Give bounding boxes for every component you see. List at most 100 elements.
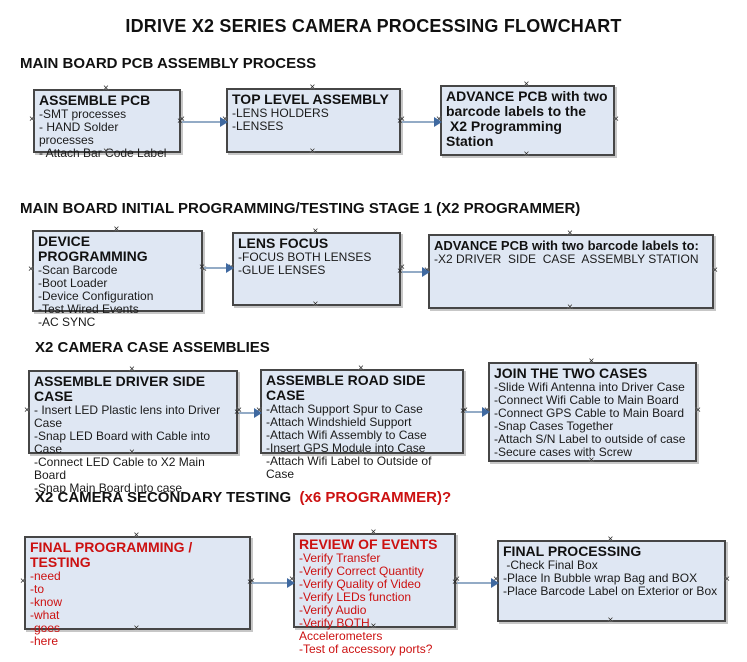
- box-item: -Connect LED Cable to X2 Main Board: [34, 455, 209, 482]
- box-title: JOIN THE TWO CASES: [494, 365, 648, 381]
- section-header-text: MAIN BOARD PCB ASSEMBLY PROCESS: [20, 55, 317, 72]
- box-item: -Test of accessory ports?: [299, 642, 433, 656]
- connection-handle-icon: ×: [460, 406, 466, 417]
- connection-handle-icon: ×: [309, 146, 316, 157]
- arrow-line: [465, 411, 485, 413]
- box-item: -here: [30, 634, 59, 648]
- flow-arrow: ×: [247, 578, 295, 588]
- arrow-line: [204, 267, 229, 269]
- flow-box-device-programming: DEVICE PROGRAMMING -Scan Barcode-Boot Lo…: [28, 225, 207, 329]
- section-header-secondary-testing: X2 CAMERA SECONDARY TESTING (x6 PROGRAMM…: [35, 489, 451, 506]
- flow-arrow: ×: [234, 408, 262, 418]
- box-item: -Check Final Box: [503, 558, 598, 572]
- box-title: FINAL PROCESSING: [503, 543, 642, 559]
- box-item: -Attach Support Spur to Case: [266, 402, 423, 416]
- connection-handle-icon: ×: [695, 405, 701, 416]
- flow-box-final-processing: FINAL PROCESSING -Check Final Box-Place …: [493, 535, 730, 626]
- box-item: -Connect Wifi Cable to Main Board: [494, 393, 679, 407]
- box-items: -LENS HOLDERS-LENSES: [232, 107, 395, 133]
- box-title: LENS FOCUS: [238, 235, 329, 251]
- connection-handle-icon: ×: [24, 405, 30, 416]
- connection-handle-icon: ×: [312, 299, 319, 310]
- box-item: -Secure cases with Screw: [494, 445, 633, 459]
- box-items: -Slide Wifi Antenna into Driver Case-Con…: [494, 381, 691, 459]
- flow-arrow: ×: [397, 117, 442, 127]
- arrow-head-icon: [422, 267, 430, 277]
- box-item: -Attach Windshield Support: [266, 415, 412, 429]
- arrow-line: [402, 271, 425, 273]
- connection-handle-icon: ×: [712, 264, 718, 276]
- connection-handle-icon: ×: [247, 577, 253, 588]
- flow-box-review-of-events: REVIEW OF EVENTS -Verify Transfer-Verify…: [289, 528, 460, 656]
- arrow-line: [457, 582, 494, 584]
- box-items: -X2 DRIVER SIDE CASE ASSEMBLY STATION: [434, 253, 708, 266]
- box-item: -Verify Transfer: [299, 551, 381, 565]
- connection-handle-icon: ×: [724, 574, 730, 585]
- box-item: - Insert LED Plastic lens into Driver Ca…: [34, 403, 224, 430]
- box-item: -LENSES: [232, 119, 284, 133]
- box-title: FINAL PROGRAMMING / TESTING: [30, 539, 197, 570]
- box-item: -Verify Quality of Video: [299, 577, 421, 591]
- box-item: -Snap Cases Together: [494, 419, 614, 433]
- section-header-text: X2 CAMERA CASE ASSEMBLIES: [35, 339, 270, 356]
- connection-handle-icon: ×: [397, 266, 403, 277]
- flow-arrow: ×: [397, 267, 430, 277]
- box-item: -X2 DRIVER SIDE CASE ASSEMBLY STATION: [434, 252, 699, 266]
- section-header-text: MAIN BOARD INITIAL PROGRAMMING/TESTING S…: [20, 200, 581, 217]
- flow-box-join-the-two-cases: JOIN THE TWO CASES -Slide Wifi Antenna i…: [484, 357, 701, 466]
- box-items: -SMT processes- HAND Solder processes- A…: [39, 108, 175, 160]
- box-title: TOP LEVEL ASSEMBLY: [232, 91, 389, 107]
- box-items: -Attach Support Spur to Case-Attach Wind…: [266, 403, 458, 481]
- flow-box-top-level-assembly: TOP LEVEL ASSEMBLY -LENS HOLDERS-LENSES …: [222, 83, 405, 157]
- arrow-line: [252, 582, 290, 584]
- arrow-head-icon: [220, 117, 228, 127]
- arrow-head-icon: [226, 263, 234, 273]
- arrow-head-icon: [254, 408, 262, 418]
- box-item: -Scan Barcode: [38, 263, 118, 277]
- box-item: -Attach Wifi Assembly to Case: [266, 428, 427, 442]
- connection-handle-icon: ×: [234, 407, 240, 418]
- box-items: -Scan Barcode-Boot Loader-Device Configu…: [38, 264, 197, 329]
- box-items: -Verify Transfer-Verify Correct Quantity…: [299, 552, 450, 656]
- box-item: -Boot Loader: [38, 276, 108, 290]
- section-header-red-text: (x6 PROGRAMMER)?: [299, 489, 452, 506]
- flow-arrow: ×: [199, 263, 234, 273]
- box-title: ADVANCE PCB with two barcode labels to t…: [446, 88, 608, 149]
- box-item: -Attach S/N Label to outside of case: [494, 432, 686, 446]
- connection-handle-icon: ×: [199, 262, 205, 273]
- connection-handle-icon: ×: [613, 113, 619, 125]
- flow-box-assemble-driver-side-case: ASSEMBLE DRIVER SIDE CASE - Insert LED P…: [24, 365, 242, 495]
- box-item: -goes: [30, 621, 61, 635]
- section-header-pcb-assembly: MAIN BOARD PCB ASSEMBLY PROCESS: [20, 55, 316, 72]
- box-title: ASSEMBLE ROAD SIDE CASE: [266, 372, 430, 403]
- box-item: -Slide Wifi Antenna into Driver Case: [494, 380, 685, 394]
- box-item: -Device Configuration: [38, 289, 154, 303]
- box-item: -Verify BOTH Accelerometers: [299, 616, 383, 643]
- box-title: ASSEMBLE DRIVER SIDE CASE: [34, 373, 210, 404]
- box-item: -Insert GPS Module into Case: [266, 441, 426, 455]
- flow-box-final-programming-testing: FINAL PROGRAMMING / TESTING -need-to-kno…: [20, 531, 255, 648]
- section-header-case-assemblies: X2 CAMERA CASE ASSEMBLIES: [35, 339, 270, 356]
- flow-box-assemble-pcb: ASSEMBLE PCB -SMT processes- HAND Solder…: [29, 84, 185, 160]
- arrow-head-icon: [491, 578, 499, 588]
- box-item: -Test Wired Events: [38, 302, 139, 316]
- box-items: -Check Final Box-Place In Bubble wrap Ba…: [503, 559, 720, 598]
- box-items: - Insert LED Plastic lens into Driver Ca…: [34, 404, 232, 495]
- page-title: IDRIVE X2 SERIES CAMERA PROCESSING FLOWC…: [125, 16, 622, 36]
- box-item: -Place In Bubble wrap Bag and BOX: [503, 571, 698, 585]
- arrow-head-icon: [434, 117, 442, 127]
- box-item: -SMT processes: [39, 107, 127, 121]
- box-item: -LENS HOLDERS: [232, 106, 329, 120]
- box-item: -Snap Main Board into case: [34, 481, 183, 495]
- connection-handle-icon: ×: [452, 577, 458, 588]
- arrow-line: [182, 121, 223, 123]
- section-header-initial-programming: MAIN BOARD INITIAL PROGRAMMING/TESTING S…: [20, 200, 580, 217]
- arrow-head-icon: [482, 407, 490, 417]
- flow-box-assemble-road-side-case: ASSEMBLE ROAD SIDE CASE -Attach Support …: [256, 364, 468, 481]
- box-item: -know: [30, 595, 63, 609]
- flow-arrow: ×: [452, 578, 499, 588]
- box-item: -what: [30, 608, 60, 622]
- box-item: -Attach Wifi Label to Outside of Case: [266, 454, 435, 481]
- arrow-line: [402, 121, 437, 123]
- box-item: -Verify Audio: [299, 603, 367, 617]
